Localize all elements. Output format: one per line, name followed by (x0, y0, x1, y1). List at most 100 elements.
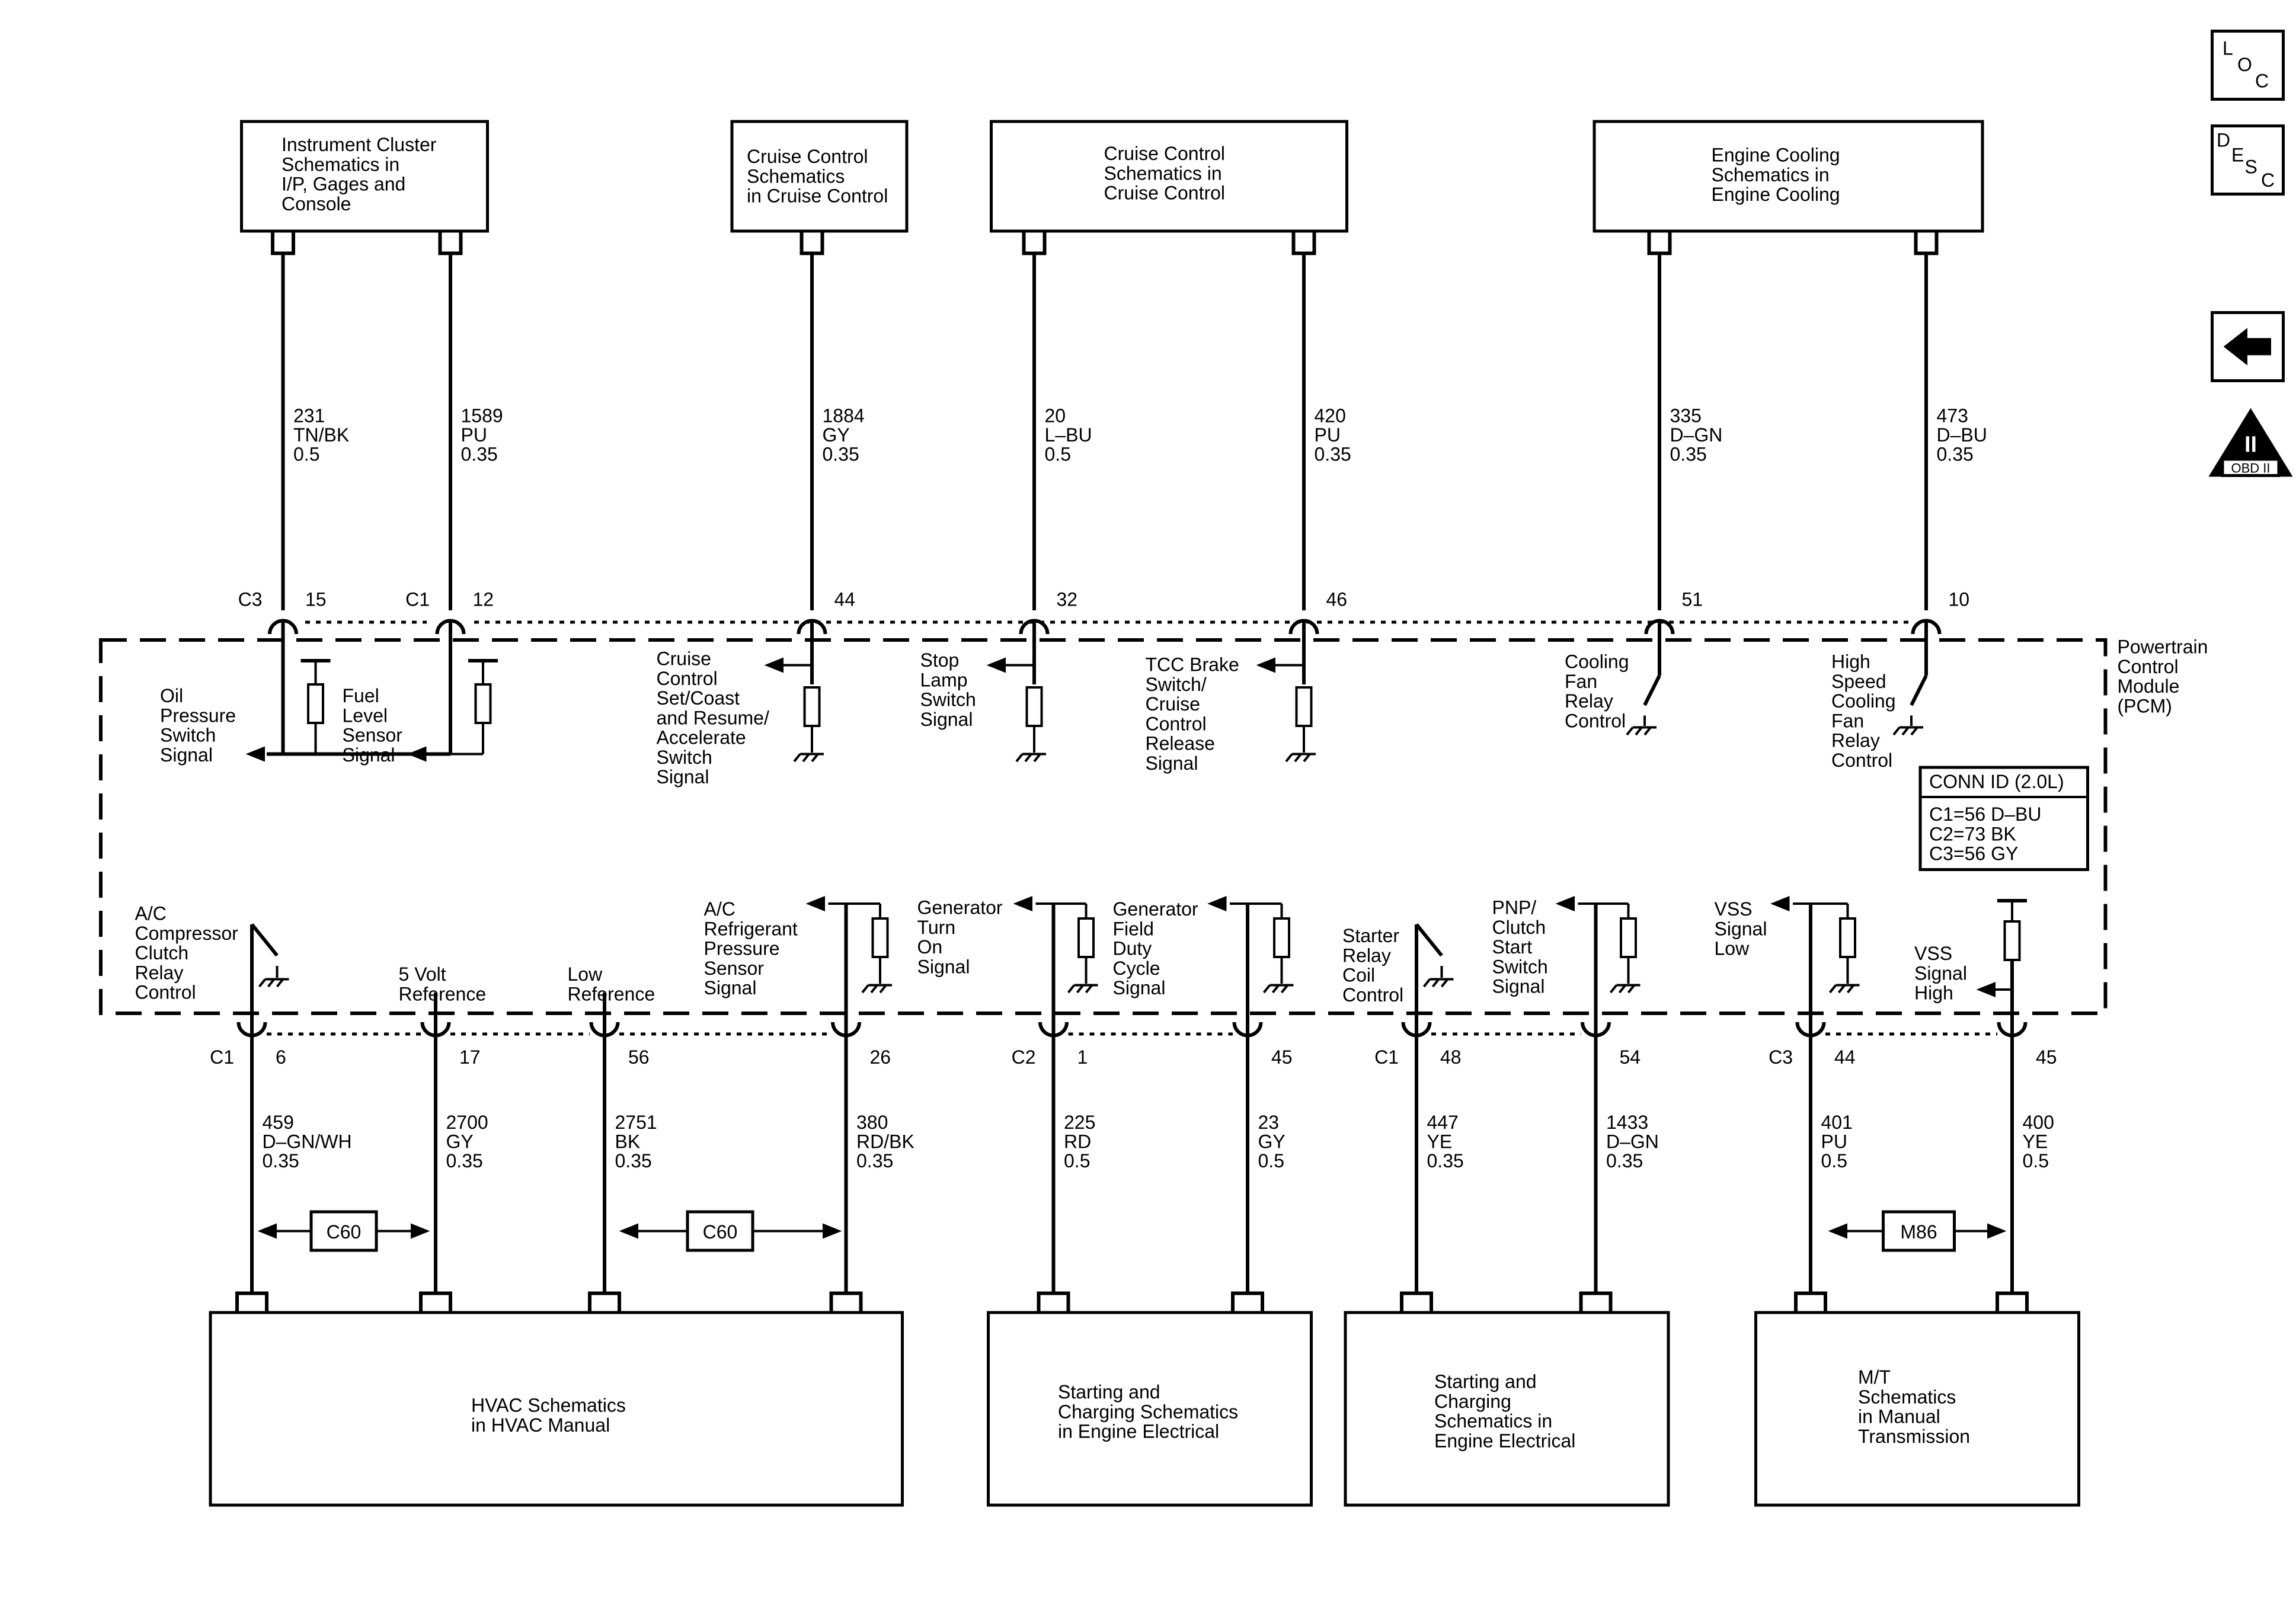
signal-label: Fuel (343, 685, 379, 706)
top-box-label: Schematics in (282, 153, 399, 175)
wire-gauge: 0.35 (263, 1150, 299, 1172)
wire-circuit-number: 2751 (615, 1112, 657, 1133)
pulldown-resistor (803, 686, 821, 727)
top-box-label: Schematics in (1712, 164, 1830, 185)
inline-connector-box (686, 1210, 754, 1252)
signal-label: Cruise (1146, 693, 1200, 715)
ground-symbol (1837, 984, 1846, 994)
ground-symbol (1033, 753, 1041, 763)
box-terminal (438, 231, 463, 255)
wire-color: TN/BK (293, 424, 349, 446)
signal-label: Clutch (135, 942, 189, 964)
wire-color: GY (446, 1131, 474, 1153)
pin-number: 32 (1057, 589, 1078, 610)
signal-label: Low (1715, 938, 1750, 959)
connector-id: C1 (1374, 1046, 1399, 1068)
inline-connector-label: M86 (1900, 1221, 1937, 1243)
signal-label: Relay (135, 962, 184, 983)
pin-number: 45 (2036, 1046, 2057, 1068)
signal-label: Start (1492, 936, 1533, 958)
box-terminal (235, 1291, 268, 1313)
signal-label: Generator (1113, 898, 1198, 920)
pullup-resistor (474, 683, 492, 724)
signal-label: Cooling (1831, 690, 1896, 712)
connector-pin (268, 619, 298, 635)
wire-gauge: 0.5 (1258, 1150, 1284, 1172)
signal-label: On (917, 936, 943, 958)
wire-color: D–GN/WH (263, 1131, 352, 1153)
wire-color: D–GN (1606, 1131, 1659, 1153)
box-terminal (800, 231, 824, 255)
inline-connector-box (309, 1210, 378, 1252)
ground-symbol (1422, 978, 1431, 988)
signal-arrow (407, 746, 427, 762)
desc-icon-letter: E (2231, 145, 2244, 166)
wire-circuit-number: 401 (1821, 1112, 1853, 1133)
ground-symbol (258, 978, 267, 988)
pin-number: 51 (1682, 589, 1703, 610)
ground-symbol (1635, 726, 1643, 736)
loc-icon-letter: L (2223, 38, 2233, 59)
conn-id-title: CONN ID (2.0L) (1929, 771, 2064, 792)
wire-circuit-number: 459 (263, 1112, 294, 1133)
top-box-label: Schematics in (1104, 162, 1222, 184)
top-component-box (1593, 120, 1984, 233)
signal-label: Reference (399, 983, 487, 1004)
wire-color: PU (1821, 1131, 1847, 1153)
pin-number: 44 (834, 589, 856, 610)
box-terminal (419, 1291, 452, 1313)
signal-label: Signal (1146, 753, 1198, 774)
pulldown-resistor (871, 917, 889, 958)
wire-gauge: 0.35 (446, 1150, 483, 1172)
bottom-box-label: Engine Electrical (1434, 1430, 1575, 1451)
wire-color: GY (1258, 1131, 1285, 1153)
signal-label: Switch (920, 689, 976, 710)
signal-label: Switch (1492, 956, 1548, 977)
bottom-box-label: Transmission (1858, 1426, 1970, 1447)
bottom-box-label: M/T (1858, 1366, 1891, 1388)
wire-gauge: 0.35 (1427, 1150, 1464, 1172)
signal-label: Field (1113, 918, 1154, 939)
signal-label: Stop (920, 649, 960, 671)
signal-arrow (1770, 896, 1790, 911)
ground-symbol (879, 984, 887, 994)
ground-symbol (861, 984, 869, 994)
pin-number: 6 (276, 1046, 286, 1068)
signal-label: Turn (917, 917, 956, 938)
wire-gauge: 0.35 (1606, 1150, 1643, 1172)
pin-number: 45 (1271, 1046, 1293, 1068)
signal-label: High (1831, 651, 1870, 673)
signal-label: A/C (704, 898, 736, 920)
box-terminal (1291, 231, 1316, 255)
connector-pin (797, 619, 827, 635)
wire-color: RD (1064, 1131, 1091, 1153)
bottom-box-label: HVAC Schematics (471, 1395, 626, 1416)
signal-label: Control (1146, 713, 1207, 734)
signal-label: A/C (135, 903, 167, 924)
loc-icon-letter: C (2255, 71, 2269, 92)
ground-symbol (802, 753, 810, 763)
bottom-component-box (1344, 1311, 1670, 1507)
signal-arrow (245, 746, 265, 762)
signal-label: and Resume/ (657, 707, 769, 728)
bottom-component-box (987, 1311, 1313, 1507)
pcm-label: Powertrain (2118, 636, 2208, 658)
signal-label: Switch/ (1146, 674, 1207, 695)
signal-label: Control (135, 982, 196, 1003)
connector-pin (435, 619, 466, 635)
signal-label: Relay (1831, 730, 1880, 751)
wire-gauge: 0.5 (1045, 444, 1071, 465)
box-terminal (1022, 231, 1047, 255)
signal-label: Reference (568, 983, 655, 1004)
box-terminal (829, 1291, 863, 1313)
signal-label: Control (1342, 984, 1403, 1006)
ground-symbol (1303, 753, 1311, 763)
signal-label: Clutch (1492, 917, 1546, 938)
desc-icon-letter: C (2261, 169, 2275, 191)
signal-label: Level (343, 705, 388, 726)
wire-circuit-number: 1433 (1606, 1112, 1648, 1133)
ground-symbol (1828, 984, 1837, 994)
bottom-box-label: in Engine Electrical (1058, 1421, 1219, 1442)
pcm-label: (PCM) (2118, 695, 2172, 716)
top-component-box (730, 120, 909, 233)
